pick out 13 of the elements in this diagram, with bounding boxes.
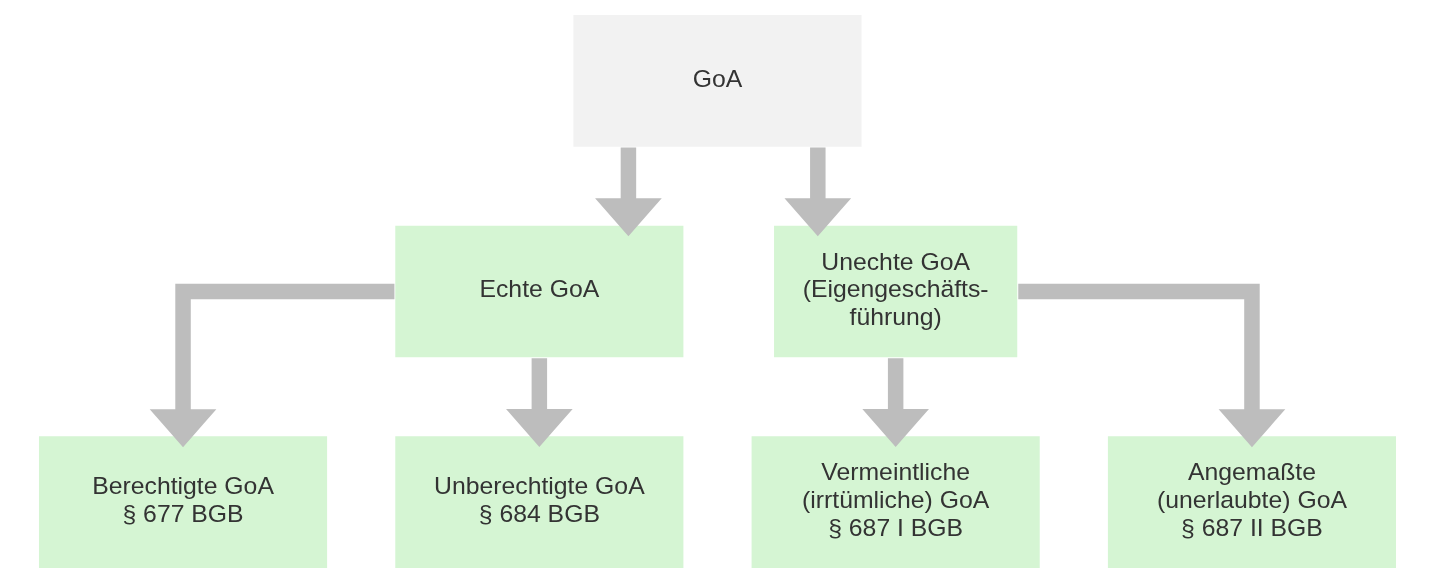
node-box: Unechte GoA (Eigengeschäfts- führung) bbox=[772, 224, 1019, 359]
arrow bbox=[1018, 283, 1286, 448]
node-box: Berechtigte GoA § 677 BGB bbox=[37, 434, 329, 570]
arrow bbox=[595, 147, 662, 237]
arrow bbox=[862, 358, 929, 447]
arrow bbox=[784, 147, 852, 237]
node-box: GoA bbox=[571, 13, 864, 149]
node-box: Echte GoA bbox=[393, 224, 685, 359]
arrow bbox=[149, 283, 395, 448]
node-box: Unberechtigte GoA § 684 BGB bbox=[393, 434, 685, 570]
node-box: Angemaßte (unerlaubte) GoA § 687 II BGB bbox=[1106, 434, 1398, 570]
node-box: Vermeintliche (irrtümliche) GoA § 687 I BGB bbox=[750, 434, 1042, 570]
arrow bbox=[506, 358, 573, 447]
